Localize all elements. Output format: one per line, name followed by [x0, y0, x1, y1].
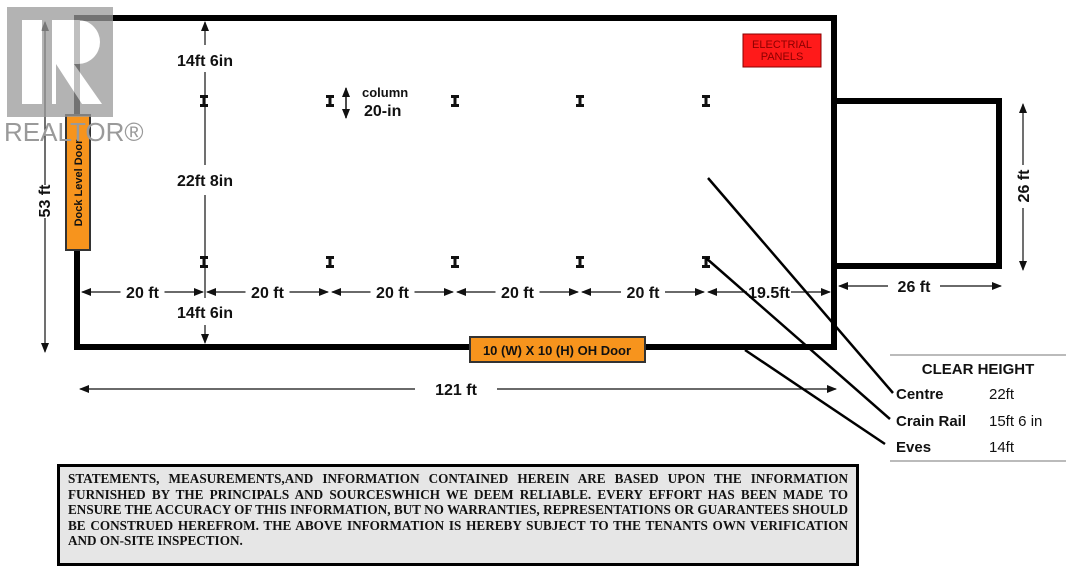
column-icon — [200, 95, 208, 107]
span-label: 20 ft — [126, 285, 160, 302]
column-icon — [576, 256, 584, 268]
disclaimer-text: STATEMENTS, MEASUREMENTS,AND INFORMATION… — [68, 471, 848, 549]
column-size: 20-in — [364, 103, 401, 120]
clear-height-label: Crain Rail — [896, 413, 966, 430]
span-label: 20 ft — [501, 285, 535, 302]
column-label: column — [362, 85, 408, 100]
height-top: 14ft 6in — [177, 53, 233, 70]
column-icon — [326, 95, 334, 107]
span-dimensions: 20 ft 20 ft 20 ft 20 ft 20 ft 19.5ft — [81, 285, 831, 302]
clear-height-value: 15ft 6 in — [989, 413, 1042, 430]
column-icon — [702, 95, 710, 107]
electrical-label-1: ELECTRIAL — [752, 39, 812, 51]
clear-height-label: Eves — [896, 439, 931, 456]
clear-height-value: 22ft — [989, 386, 1015, 403]
clear-height-table: CLEAR HEIGHT Centre 22ft Crain Rail 15ft… — [890, 354, 1066, 462]
span-label: 20 ft — [627, 285, 661, 302]
disclaimer-box: STATEMENTS, MEASUREMENTS,AND INFORMATION… — [57, 464, 859, 566]
leader-lines — [705, 177, 894, 446]
span-label: 20 ft — [376, 285, 410, 302]
annex-depth: 26 ft — [1016, 169, 1033, 203]
clear-height-title: CLEAR HEIGHT — [922, 361, 1035, 378]
oh-door-label: 10 (W) X 10 (H) OH Door — [483, 343, 631, 358]
height-middle: 22ft 8in — [177, 173, 233, 190]
clear-height-value: 14ft — [989, 439, 1015, 456]
columns — [200, 95, 710, 268]
electrical-label-2: PANELS — [761, 51, 804, 63]
span-label: 20 ft — [251, 285, 285, 302]
electrical-panels: ELECTRIAL PANELS — [742, 33, 822, 68]
dock-door-label: Dock Level Door — [73, 139, 85, 227]
overhead-door: 10 (W) X 10 (H) OH Door — [469, 336, 646, 363]
overall-depth: 53 ft — [37, 184, 54, 218]
column-icon — [451, 256, 459, 268]
realtor-logo-text: REALTOR® — [4, 117, 144, 147]
column-icon — [451, 95, 459, 107]
dock-level-door: Dock Level Door — [65, 114, 91, 251]
span-label: 19.5ft — [748, 285, 790, 302]
clear-height-label: Centre — [896, 386, 944, 403]
annex-outline — [834, 98, 1002, 269]
realtor-logo: REALTOR® — [4, 7, 144, 147]
column-icon — [326, 256, 334, 268]
annex-width: 26 ft — [898, 279, 932, 296]
height-bottom: 14ft 6in — [177, 305, 233, 322]
column-icon — [200, 256, 208, 268]
column-icon — [576, 95, 584, 107]
overall-length: 121 ft — [435, 382, 477, 399]
